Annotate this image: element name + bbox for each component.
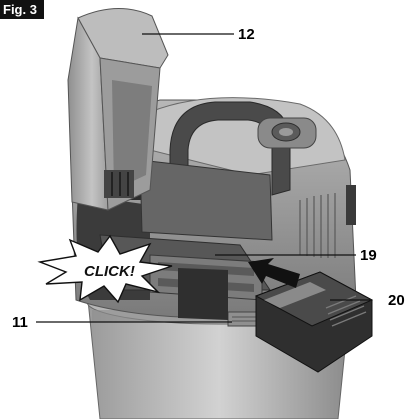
callout-11: 11 — [12, 314, 28, 331]
insert-arrow — [248, 258, 300, 288]
battery-pack-20 — [254, 271, 374, 373]
side-latch — [346, 185, 356, 225]
callout-19: 19 — [360, 247, 377, 264]
vent-grille — [299, 193, 336, 258]
figure-tag: Fig. 3 — [0, 0, 44, 19]
power-switch — [257, 117, 317, 149]
carry-handle — [169, 101, 291, 196]
click-text: CLICK! — [84, 263, 135, 280]
click-burst: CLICK! — [37, 234, 173, 304]
release-latch-11 — [227, 311, 263, 327]
compartment-lid-12 — [67, 7, 169, 211]
callout-20: 20 — [388, 292, 405, 309]
callout-12: 12 — [238, 26, 255, 43]
leader-lines — [36, 33, 370, 323]
battery-seat — [178, 268, 228, 320]
